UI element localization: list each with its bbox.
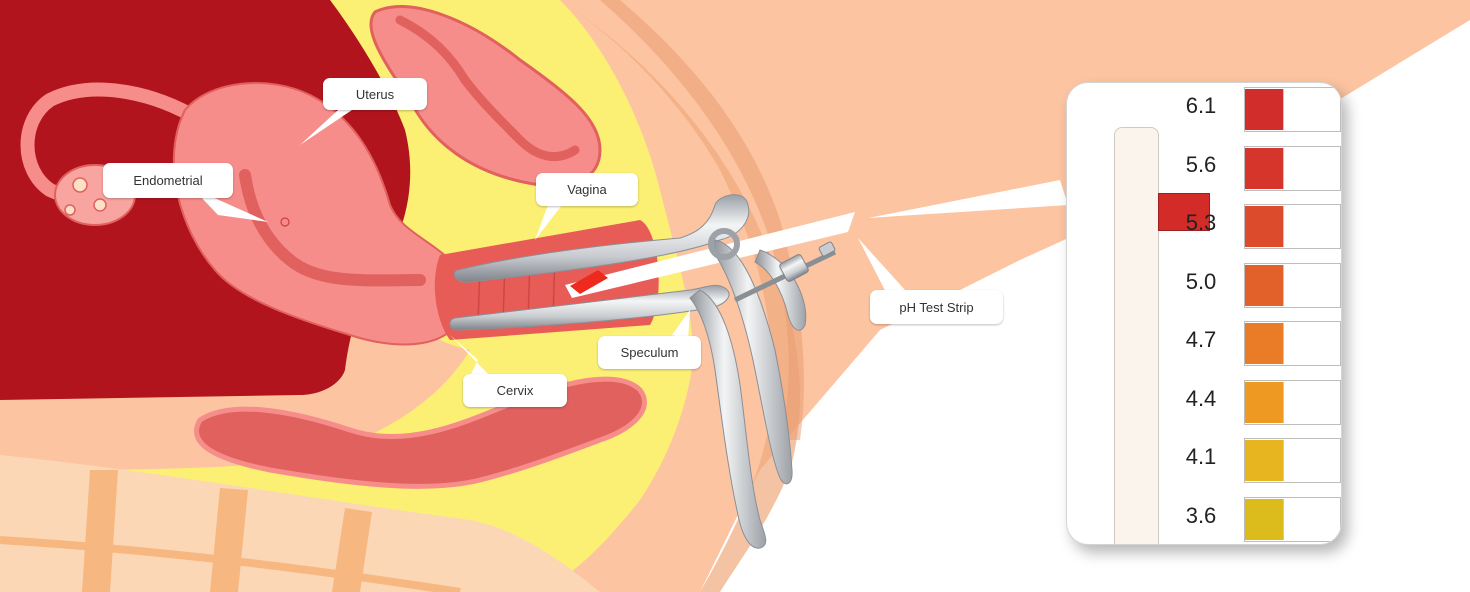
ph-test-strip	[1114, 127, 1159, 545]
ph-value: 5.0	[1167, 269, 1235, 295]
ph-value: 5.3	[1167, 210, 1235, 236]
ph-color-card	[1244, 380, 1341, 425]
ph-value: 5.6	[1167, 152, 1235, 178]
ph-scale-row: 4.1	[1167, 438, 1341, 481]
ph-color-swatch	[1245, 499, 1284, 540]
ph-color-swatch	[1245, 440, 1284, 481]
ph-scale-row: 3.6	[1167, 497, 1341, 540]
ph-scale-row: 5.3	[1167, 204, 1341, 247]
ph-scale-row: 4.7	[1167, 321, 1341, 364]
ph-value: 4.4	[1167, 386, 1235, 412]
ovary-follicle	[94, 199, 106, 211]
ph-value: 4.7	[1167, 327, 1235, 353]
speculum-label: Speculum	[598, 336, 701, 369]
ph-scale-row: 6.1	[1167, 87, 1341, 130]
ph-value: 3.6	[1167, 503, 1235, 529]
ph-color-card	[1244, 87, 1341, 132]
ph-test-strip-label: pH Test Strip	[870, 290, 1003, 324]
ph-value: 4.1	[1167, 444, 1235, 470]
ph-color-swatch	[1245, 89, 1284, 130]
ph-color-swatch	[1245, 206, 1284, 247]
ph-color-card	[1244, 146, 1341, 191]
uterus-label: Uterus	[323, 78, 427, 110]
ph-scale-row: 5.6	[1167, 146, 1341, 189]
ph-color-card	[1244, 497, 1341, 542]
ph-color-card	[1244, 204, 1341, 249]
ph-color-swatch	[1245, 382, 1284, 423]
ph-value: 6.1	[1167, 93, 1235, 119]
endometrial-label: Endometrial	[103, 163, 233, 198]
ph-scale-row: 5.0	[1167, 263, 1341, 306]
ovary-follicle	[73, 178, 87, 192]
ph-color-card	[1244, 438, 1341, 483]
ph-color-swatch	[1245, 323, 1284, 364]
vagina-label: Vagina	[536, 173, 638, 206]
ph-scale-row: 4.4	[1167, 380, 1341, 423]
ph-color-chart: 6.1 5.6 5.3 5.0 4.7 4.4 4.1 3.6	[1066, 82, 1342, 545]
cervix-label: Cervix	[463, 374, 567, 407]
ph-color-swatch	[1245, 265, 1284, 306]
endometrium-marker	[281, 218, 289, 226]
ph-color-card	[1244, 321, 1341, 366]
ovary-follicle	[65, 205, 75, 215]
ph-color-card	[1244, 263, 1341, 308]
ph-color-swatch	[1245, 148, 1284, 189]
